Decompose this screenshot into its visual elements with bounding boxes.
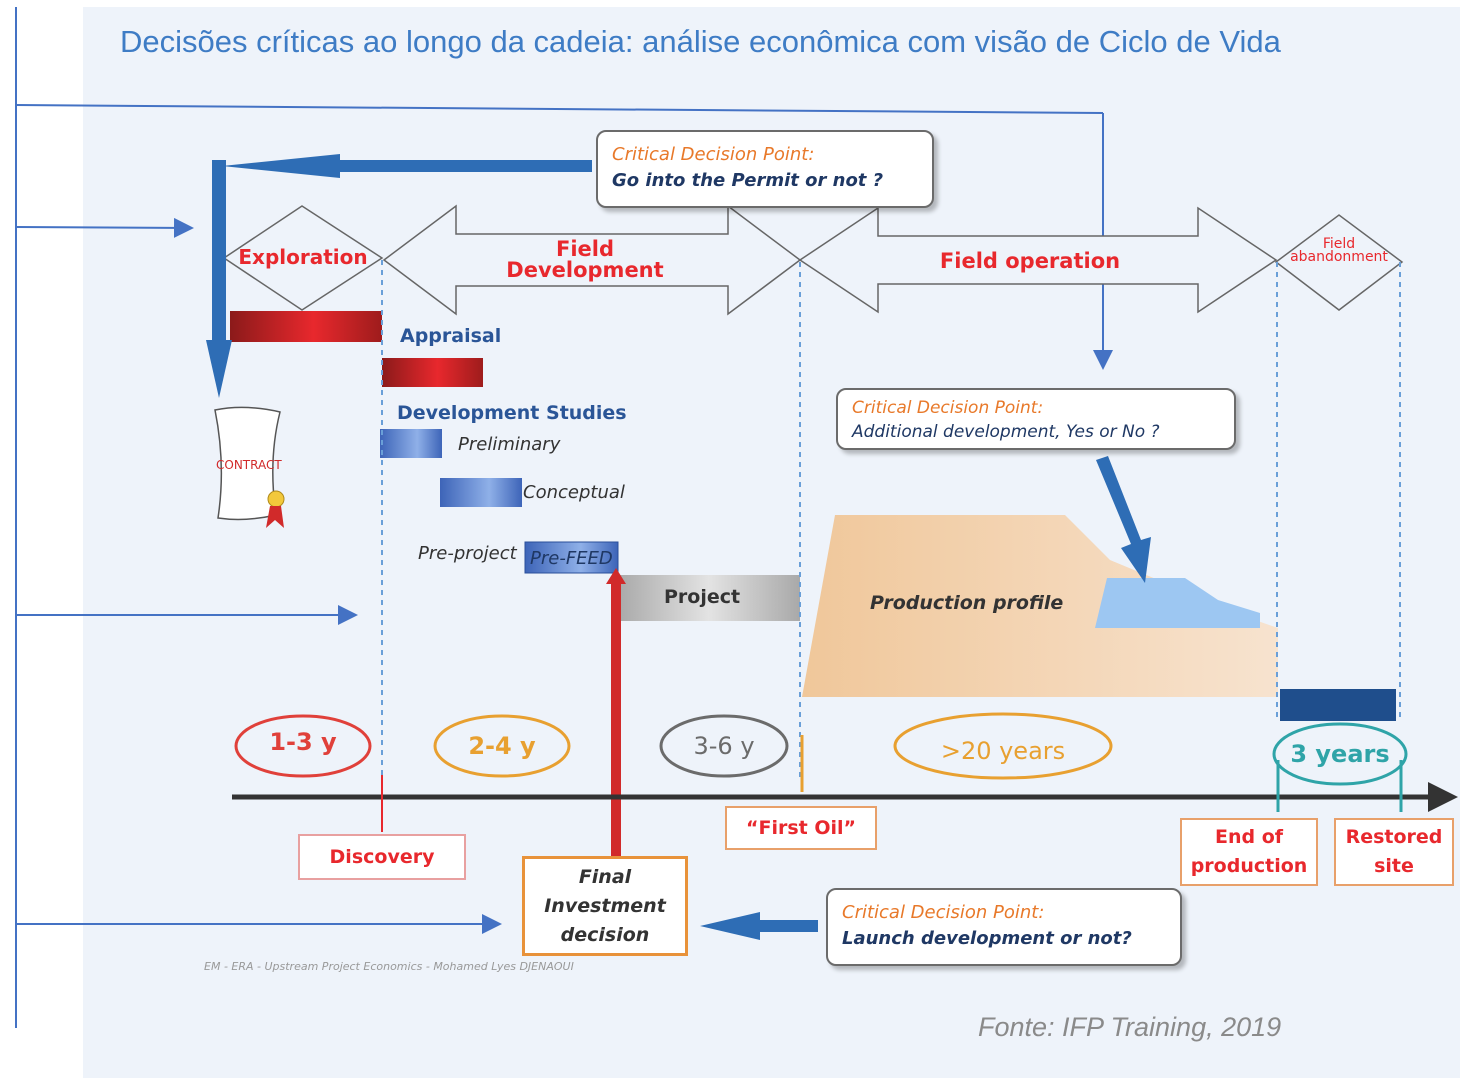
milestone-lines <box>381 260 1401 780</box>
exploration-label: Exploration <box>238 245 368 269</box>
field-abandonment-label: Field abandonment <box>1290 236 1388 265</box>
cdp-additional-question: Additional development, Yes or No ? <box>852 422 1160 442</box>
preliminary-label: Preliminary <box>458 434 561 455</box>
field-abandonment-diamond <box>1274 214 1404 311</box>
additional-production-area <box>1095 578 1260 628</box>
field-development-label: Field Development <box>506 237 664 282</box>
restored-site-event: Restored site <box>1334 818 1454 886</box>
duration-ellipses <box>234 712 1408 786</box>
field-operation-label: Field operation <box>939 249 1121 273</box>
permit-decision-arrow <box>206 154 592 398</box>
duration-abandonment: 3 years <box>1290 740 1390 768</box>
pre-feed-label: Pre-FEED <box>530 548 613 569</box>
cdp-launch-question: Launch development or not? <box>842 928 1132 949</box>
appraisal-label: Appraisal <box>400 325 502 347</box>
duration-project: 3-6 y <box>693 732 755 760</box>
contract-icon <box>214 406 285 528</box>
cdp-launch-title: Critical Decision Point: <box>842 902 1045 923</box>
pre-project-label: Pre-project <box>418 543 517 564</box>
additional-dev-arrow <box>1096 456 1151 583</box>
end-of-production-event: End of production <box>1180 818 1318 886</box>
pre-feed-bar <box>524 541 619 574</box>
abandonment-bar <box>1280 689 1396 721</box>
project-bar <box>618 575 800 621</box>
preliminary-bar <box>380 429 442 458</box>
cdp-additional-title: Critical Decision Point: <box>852 398 1044 418</box>
appraisal-bar <box>382 358 483 387</box>
cdp-launch-box: Critical Decision Point: Launch developm… <box>826 888 1182 966</box>
duration-exploration: 1-3 y <box>269 728 337 756</box>
field-operation-arrow <box>798 206 1278 314</box>
duration-development: 2-4 y <box>468 732 536 760</box>
duration-operation: >20 years <box>940 737 1066 765</box>
conceptual-bar <box>440 478 522 507</box>
first-oil-event: “First Oil” <box>725 806 877 850</box>
fid-arrow <box>606 568 626 856</box>
production-profile-area <box>802 515 1278 697</box>
footer-credit: EM - ERA - Upstream Project Economics - … <box>204 960 574 973</box>
phase-shapes <box>222 204 1404 316</box>
conceptual-label: Conceptual <box>523 482 625 503</box>
production-profile-label: Production profile <box>870 592 1064 614</box>
exploration-diamond <box>222 205 384 311</box>
cdp-permit-box: Critical Decision Point: Go into the Per… <box>596 130 934 208</box>
source-caption: Fonte: IFP Training, 2019 <box>978 1012 1282 1042</box>
cdp-permit-question: Go into the Permit or not ? <box>612 170 884 191</box>
page-title: Decisões críticas ao longo da cadeia: an… <box>120 24 1281 59</box>
cdp-additional-box: Critical Decision Point: Additional deve… <box>836 388 1236 450</box>
cdp-permit-title: Critical Decision Point: <box>612 144 815 165</box>
development-studies-label: Development Studies <box>397 402 627 424</box>
launch-decision-arrow <box>700 912 818 940</box>
fid-event: Final Investment decision <box>522 856 688 956</box>
project-label: Project <box>664 586 741 608</box>
contract-label: CONTRACT <box>216 458 282 472</box>
exploration-bar <box>230 311 382 342</box>
discovery-event: Discovery <box>298 834 466 880</box>
